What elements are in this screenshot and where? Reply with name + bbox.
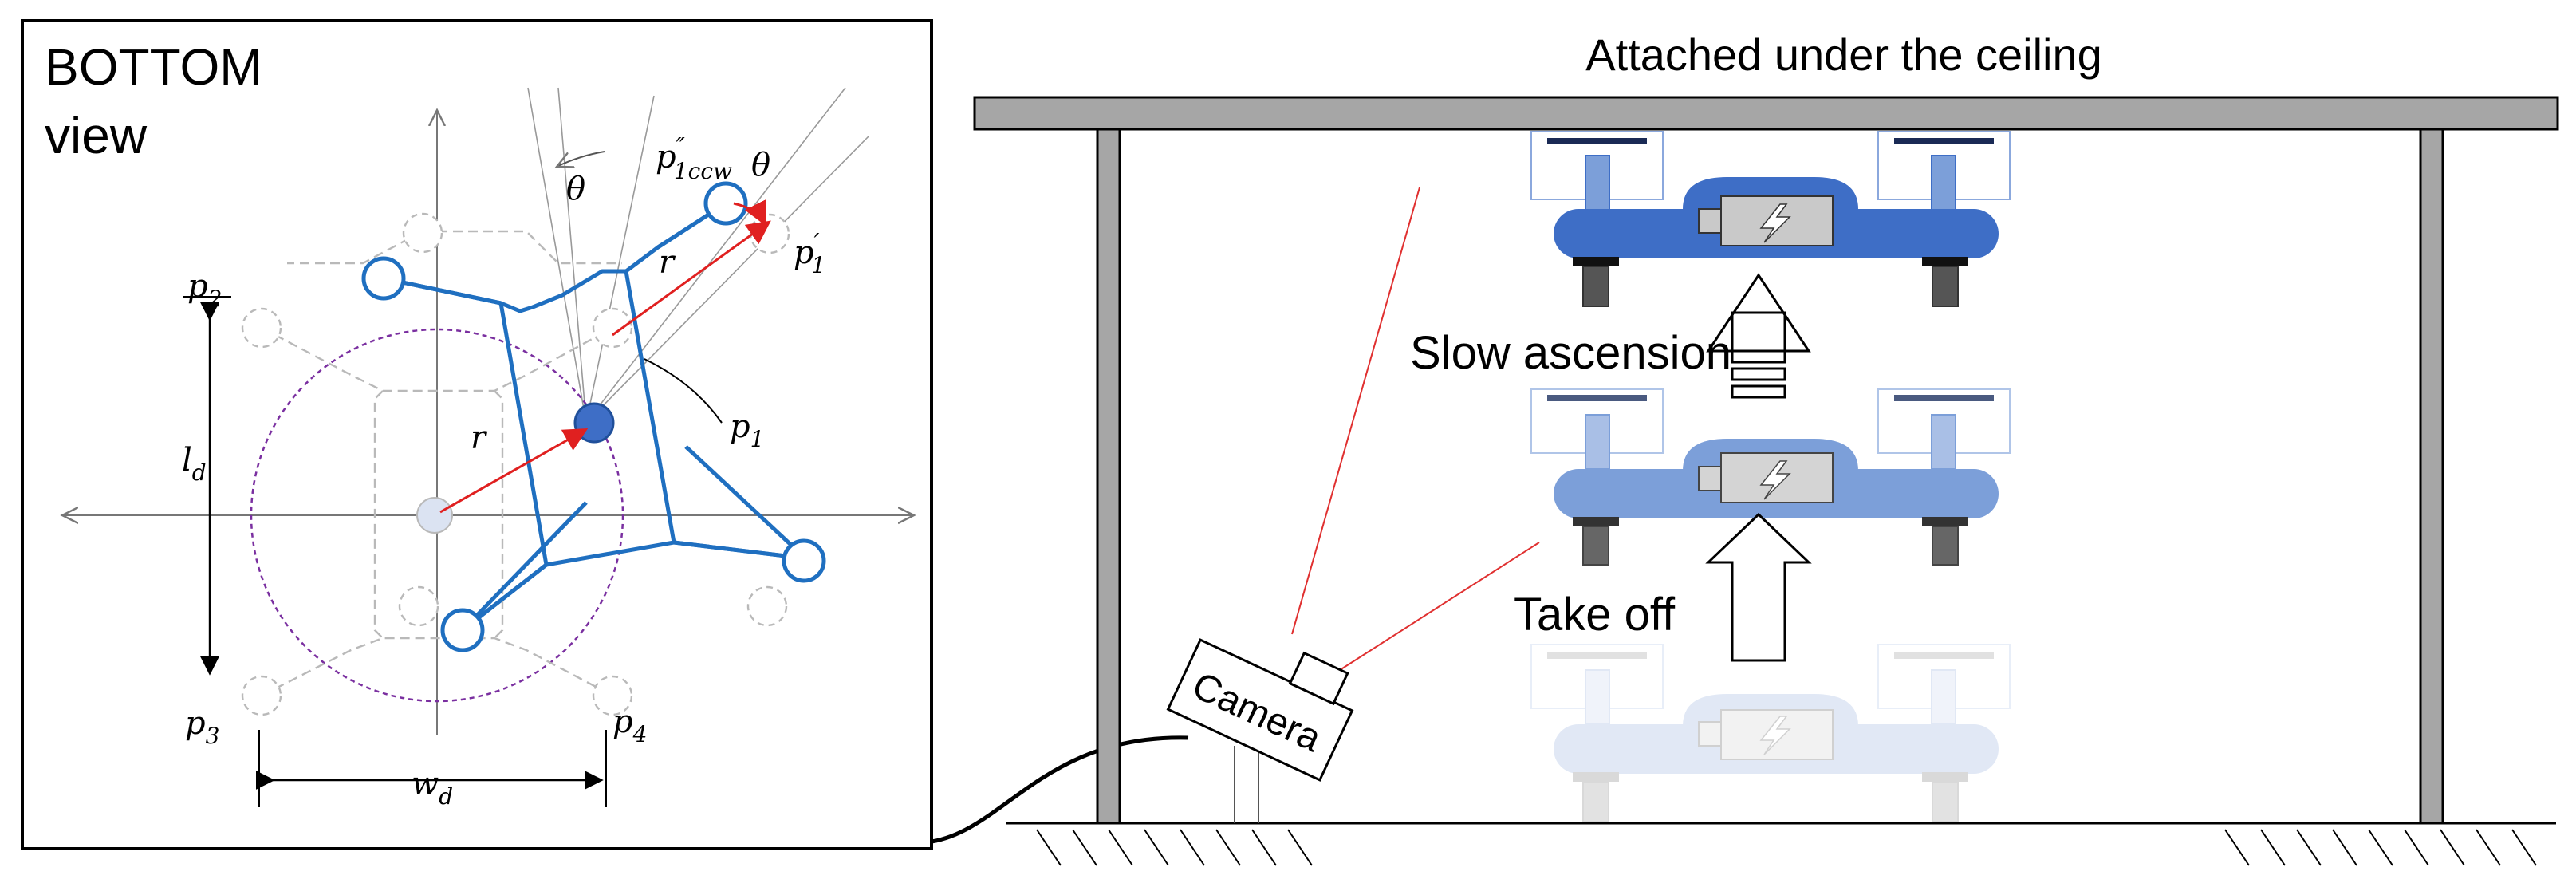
- camera-ray-bottom: [1339, 542, 1540, 671]
- camera-ray-top: [1291, 187, 1420, 635]
- label-wd: wd: [412, 766, 453, 810]
- take-off-arrow: [1705, 512, 1812, 662]
- label-p1: p1: [730, 408, 764, 452]
- rotor-top-left: [361, 256, 406, 301]
- p1-leader: [644, 358, 723, 424]
- radius-arrows: [439, 199, 771, 514]
- slow-ascension-steps: [1731, 349, 1786, 399]
- panel-title-line2: view: [45, 107, 148, 164]
- label-r-lower: r: [471, 420, 488, 456]
- drone-ground: [1530, 644, 2011, 822]
- label-p3: p3: [185, 705, 219, 749]
- slow-ascension-arrow: [1706, 273, 1811, 353]
- rotated-rotors: [361, 181, 826, 652]
- panel-frame: [21, 19, 933, 850]
- ceiling-label: Attached under the ceiling: [1585, 30, 2102, 80]
- take-off-label: Take off: [1514, 589, 1676, 641]
- rotor-bottom-left: [440, 608, 485, 652]
- label-p4: p4: [612, 704, 647, 747]
- drone-attached: [1530, 131, 2011, 307]
- drone-ascending: [1530, 388, 2011, 566]
- camera-cable: [931, 735, 1189, 844]
- label-theta-top: θ: [566, 171, 585, 207]
- label-p1prime: p′1: [794, 229, 825, 278]
- panel-title-line1: BOTTOM: [45, 38, 262, 96]
- rotor-top-right: [703, 181, 748, 226]
- ghost-frame: [261, 230, 622, 697]
- angle-rays: [527, 87, 870, 424]
- camera: Camera: [1166, 638, 1354, 823]
- slow-ascension-label: Slow ascension: [1410, 327, 1731, 379]
- bottom-view-panel: BOTTOM view: [21, 19, 933, 850]
- side-view-panel: Attached under the ceiling: [973, 30, 2559, 866]
- theta-arc-top: [558, 151, 605, 166]
- rotated-center: [573, 402, 615, 444]
- reach-circle: [250, 328, 624, 703]
- rotor-bottom-right: [782, 538, 826, 583]
- label-theta-right: θ: [751, 147, 770, 183]
- right-pillar: [2419, 128, 2444, 825]
- floor-hatching: [1036, 829, 2537, 866]
- label-p1ccw: p″1ccw: [656, 133, 732, 184]
- ceiling-beam: [973, 96, 2559, 131]
- left-pillar: [1096, 128, 1121, 825]
- label-ld: ld: [182, 442, 207, 486]
- label-r-upper: r: [659, 244, 676, 281]
- origin-point: [416, 497, 453, 534]
- label-p2: p2: [187, 268, 222, 312]
